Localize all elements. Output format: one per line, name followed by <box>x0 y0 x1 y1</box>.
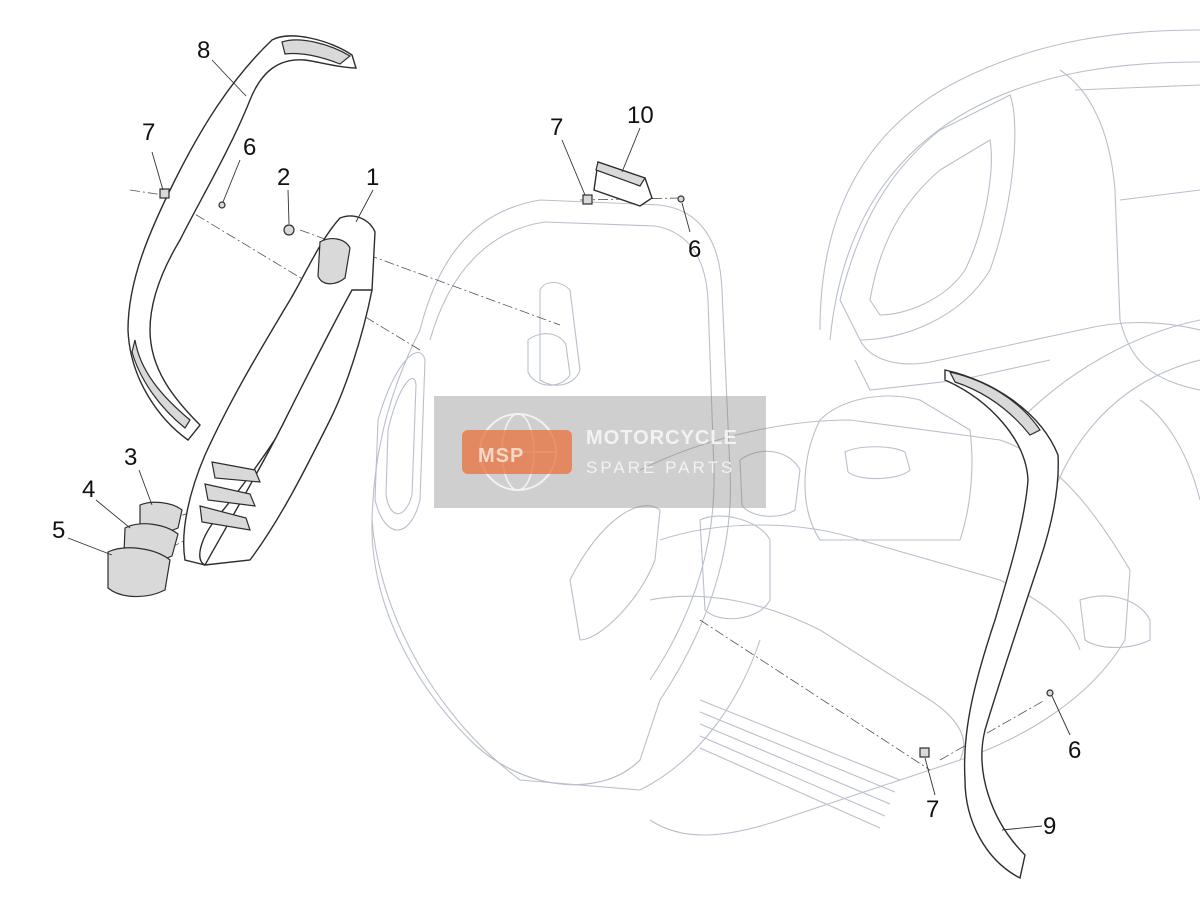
fastener-screw-6-right[interactable] <box>1046 689 1054 697</box>
bracket[interactable] <box>593 161 653 207</box>
watermark-title: MOTORCYCLE <box>586 427 738 449</box>
watermark-logo-badge <box>462 430 572 474</box>
callout-8: 8 <box>197 37 210 64</box>
left-shield-trim-strip[interactable] <box>127 35 357 441</box>
fastener-screw-6-left[interactable] <box>218 201 226 209</box>
fastener-screw-2[interactable] <box>283 224 295 236</box>
callout-labels: 1 2 3 4 5 6 6 6 7 7 7 8 9 10 <box>52 37 1081 840</box>
watermark-subtitle: SPARE PARTS <box>586 458 735 477</box>
callout-5: 5 <box>52 517 65 544</box>
callout-2: 2 <box>277 164 290 191</box>
fastener-screw-6-top[interactable] <box>677 195 685 203</box>
right-shield-trim-strip[interactable] <box>944 369 1059 880</box>
scooter-body-outline <box>371 29 1200 836</box>
callout-6-right: 6 <box>1068 737 1081 764</box>
callout-7-bottom: 7 <box>926 796 939 823</box>
clip-7-left[interactable] <box>159 188 170 199</box>
clip-7-bottom[interactable] <box>919 747 930 758</box>
callout-9: 9 <box>1043 813 1056 840</box>
clip-7-top[interactable] <box>582 194 593 205</box>
callout-6-top: 6 <box>688 236 701 263</box>
leader-lines <box>67 59 1071 831</box>
grille-insert-5[interactable] <box>107 547 171 598</box>
callout-6-left: 6 <box>243 134 256 161</box>
callout-1: 1 <box>366 164 379 191</box>
callout-7-left: 7 <box>142 119 155 146</box>
callout-7-top: 7 <box>550 114 563 141</box>
callout-10: 10 <box>627 102 654 129</box>
callout-4: 4 <box>82 476 95 503</box>
watermark-logo-text: MSP <box>478 445 524 467</box>
watermark: MSP MOTORCYCLE SPARE PARTS <box>434 396 766 508</box>
horn-cover[interactable] <box>183 215 376 566</box>
callout-3: 3 <box>124 444 137 471</box>
